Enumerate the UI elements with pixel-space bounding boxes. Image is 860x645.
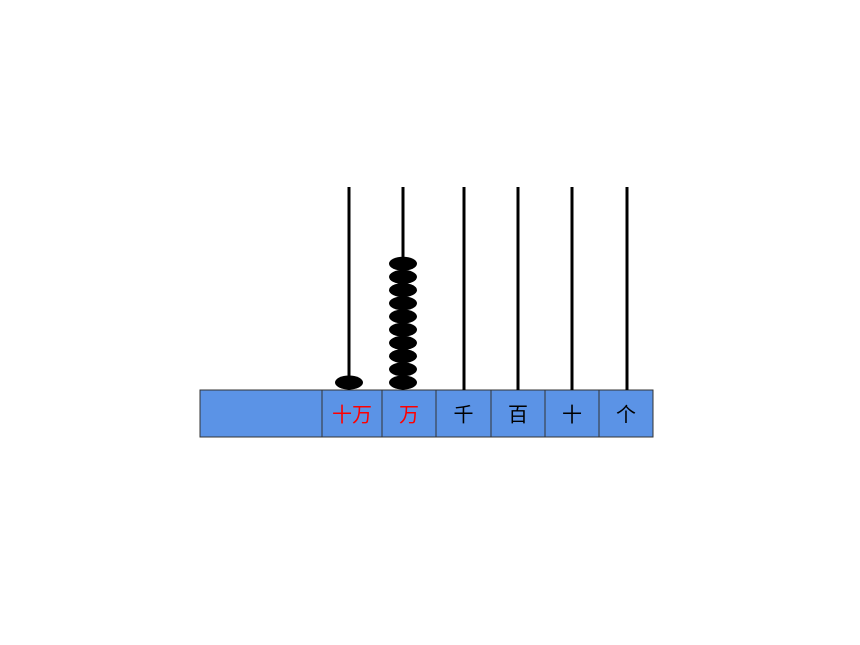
abacus-bead xyxy=(389,362,417,377)
abacus-bead xyxy=(389,335,417,350)
abacus-bead xyxy=(389,375,417,390)
abacus-base-blank xyxy=(199,389,323,438)
place-value-label: 十万 xyxy=(332,403,372,427)
base-cell xyxy=(435,389,492,438)
place-value-label: 十 xyxy=(562,403,582,427)
abacus-bead xyxy=(389,296,417,311)
abacus-bead xyxy=(389,349,417,364)
base-cell xyxy=(490,389,546,438)
place-value-label: 万 xyxy=(399,403,419,427)
abacus-bead xyxy=(389,283,417,298)
abacus-bead xyxy=(389,256,417,271)
abacus-columns: 十万 万 千 百 十 个 xyxy=(321,187,654,438)
abacus-bead xyxy=(335,375,363,390)
abacus-bead xyxy=(389,269,417,284)
place-value-label: 个 xyxy=(616,403,636,427)
place-value-label: 百 xyxy=(508,403,528,427)
abacus-bead xyxy=(389,322,417,337)
place-value-label: 千 xyxy=(454,403,474,427)
base-cell xyxy=(321,389,383,438)
base-cell xyxy=(381,389,437,438)
abacus-bead xyxy=(389,309,417,324)
